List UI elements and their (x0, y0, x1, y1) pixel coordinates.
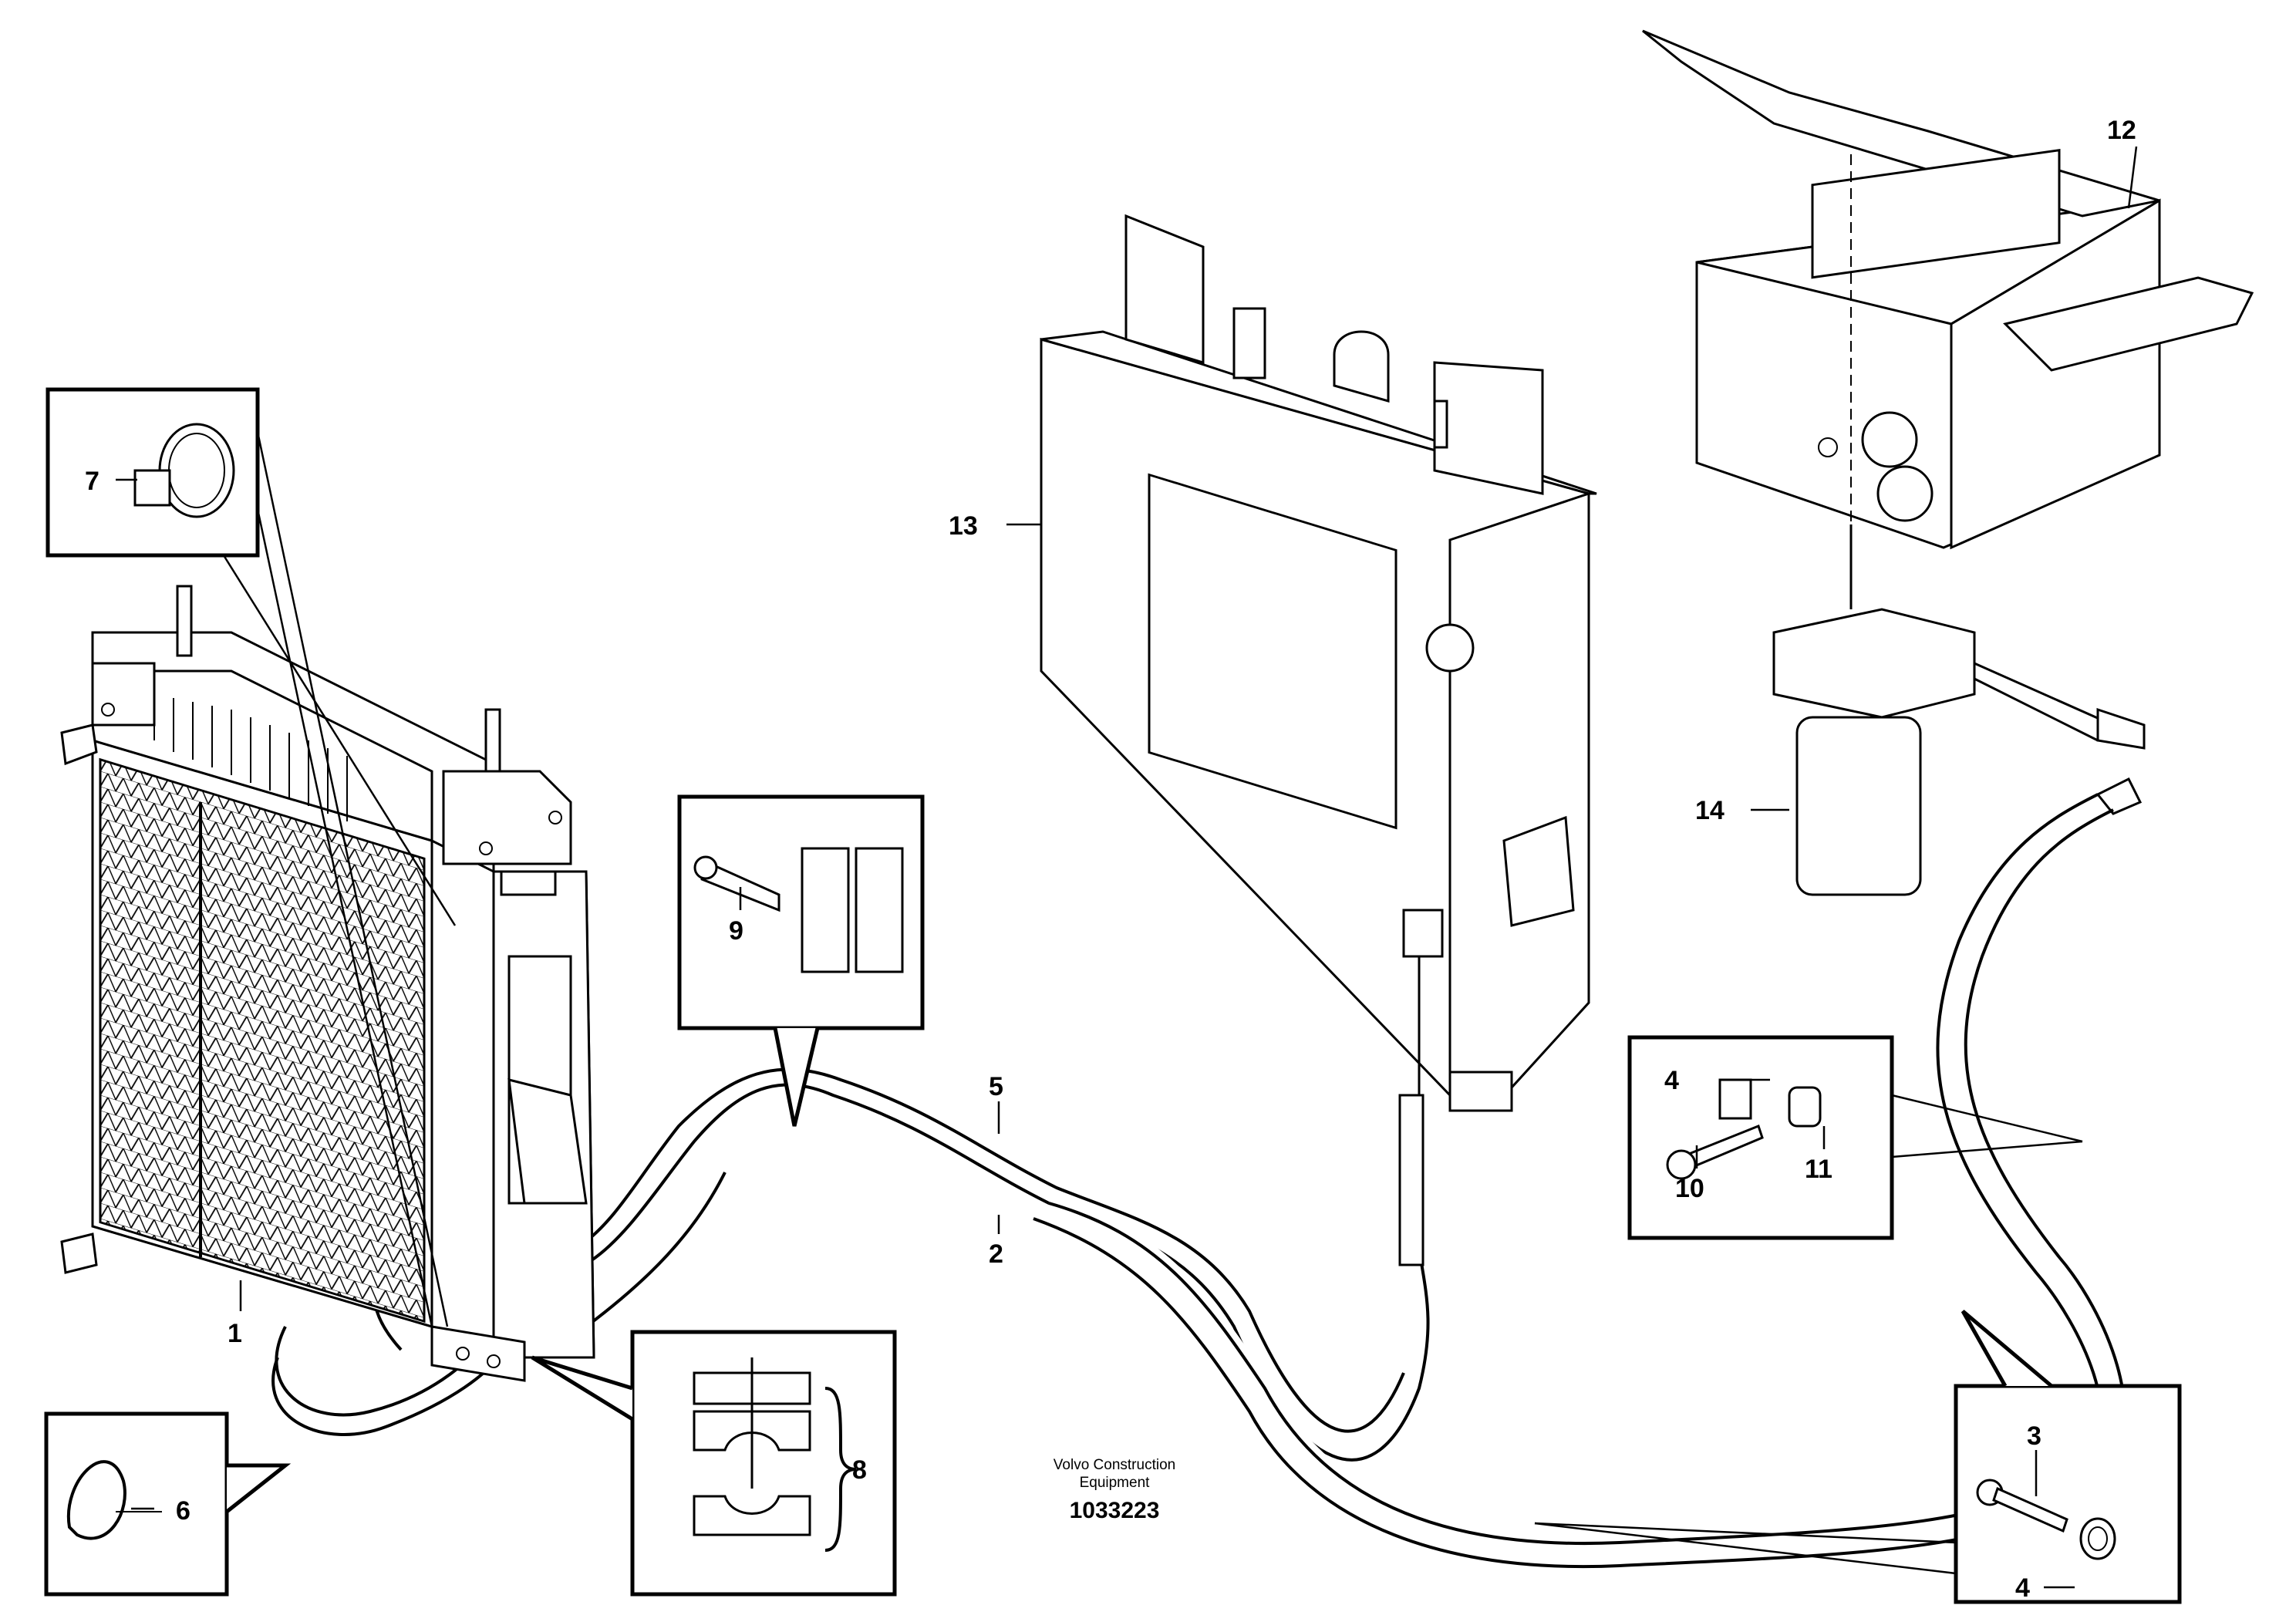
callout-5: 5 (989, 1072, 1003, 1101)
detail-box-3-4 (1534, 1310, 2182, 1604)
detail-box-4-10-11 (1627, 1035, 2083, 1240)
callout-12: 12 (2107, 116, 2136, 145)
callout-7: 7 (85, 467, 99, 496)
brand-line-2: Equipment (1080, 1475, 1151, 1491)
cable-tie-icon (66, 1460, 162, 1540)
callout-14: 14 (1695, 796, 1725, 825)
callout-numbers: 7 13 12 14 1 5 2 9 8 6 4 10 11 3 4 (85, 116, 2136, 1603)
callout-11: 11 (1805, 1155, 1832, 1184)
brand-line-1: Volvo Construction (1054, 1457, 1175, 1473)
callout-8: 8 (852, 1455, 867, 1485)
detail-box-7 (46, 387, 457, 1327)
bolt-spacer-icon (1666, 1078, 1822, 1180)
callout-13: 13 (949, 511, 978, 541)
callout-6: 6 (176, 1496, 190, 1526)
pipe-clip-icon (1976, 1479, 2116, 1560)
document-stamp: Volvo Construction Equipment 1033223 (1054, 1457, 1175, 1523)
hose-clamp-icon (133, 423, 235, 518)
return-filter (1772, 524, 2146, 896)
hydraulic-tank (1040, 214, 1597, 1266)
callout-9: 9 (729, 916, 743, 946)
detail-box-6 (44, 1411, 292, 1597)
clamp-block-icon (693, 847, 904, 973)
callout-leaders (116, 146, 2138, 1589)
detail-box-9 (677, 794, 925, 1127)
callout-10: 10 (1675, 1174, 1704, 1203)
callout-4-top: 4 (1664, 1066, 1679, 1095)
detail-box-8 (531, 1330, 897, 1597)
valve-block (1642, 29, 2254, 586)
callout-1: 1 (228, 1319, 242, 1348)
oil-cooler-radiator (60, 585, 595, 1382)
twin-clamp-icon (693, 1357, 811, 1536)
callout-4-bottom: 4 (2015, 1573, 2030, 1603)
document-number: 1033223 (1070, 1498, 1160, 1523)
callout-2: 2 (989, 1239, 1003, 1269)
callout-3: 3 (2027, 1421, 2041, 1451)
